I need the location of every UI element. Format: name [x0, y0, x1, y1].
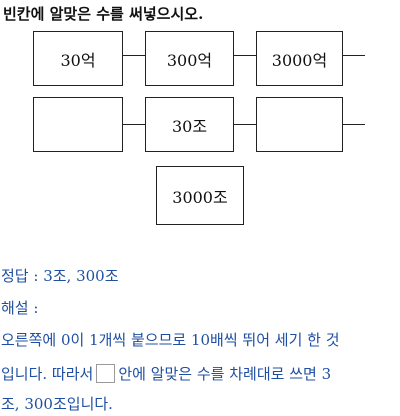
connector-line	[123, 55, 145, 56]
number-box-30jo: 30조	[145, 97, 234, 152]
answer-label: 정답 :	[1, 267, 39, 285]
explanation-text-after-box: 안에 알맞은 수를 차례대로 쓰면 3	[118, 365, 332, 383]
connector-line-trailing	[343, 55, 365, 56]
blank-answer-box-1[interactable]	[33, 97, 123, 152]
connector-line	[123, 124, 145, 125]
explanation-text-before-box: 입니다. 따라서	[1, 365, 94, 383]
explanation-label: 해설 :	[1, 299, 39, 317]
connector-line	[234, 55, 256, 56]
number-box-300eok: 300억	[145, 31, 234, 86]
problem-instruction: 빈칸에 알맞은 수를 써넣으시오.	[3, 5, 204, 23]
explanation-line-1: 오른쪽에 0이 1개씩 붙으므로 10배씩 뛰어 세기 한 것	[1, 331, 340, 349]
number-box-30eok: 30억	[33, 31, 123, 86]
connector-line	[234, 124, 256, 125]
number-box-3000eok: 3000억	[256, 31, 343, 86]
connector-line-trailing	[343, 124, 365, 125]
answer-line: 정답 : 3조, 300조	[1, 266, 119, 286]
number-box-3000jo: 3000조	[156, 166, 244, 225]
blank-box-symbol	[96, 364, 116, 383]
explanation-line-2: 입니다. 따라서 안에 알맞은 수를 차례대로 쓰면 3	[1, 364, 331, 384]
answer-value: 3조, 300조	[43, 267, 119, 285]
blank-answer-box-2[interactable]	[256, 97, 343, 152]
explanation-line-3: 조, 300조입니다.	[1, 395, 113, 413]
